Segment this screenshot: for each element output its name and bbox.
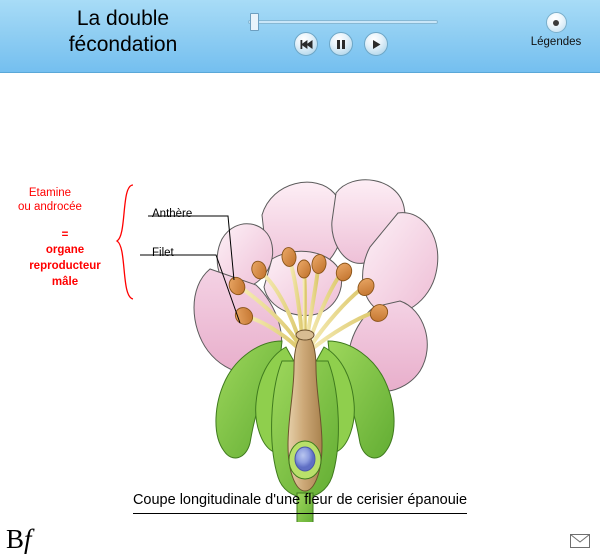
page-title: La double fécondation	[18, 6, 228, 57]
page-title-line2: fécondation	[68, 32, 178, 56]
legend-label: Légendes	[530, 36, 582, 48]
rewind-button[interactable]	[294, 32, 318, 56]
envelope-icon[interactable]	[570, 534, 590, 548]
caption-area: Coupe longitudinale d'une fleur de ceris…	[0, 491, 600, 514]
brace-etamine-icon	[115, 184, 134, 300]
annotation-organe-line3: mâle	[51, 276, 79, 288]
play-icon	[372, 39, 380, 49]
annotation-organe-line1: organe	[45, 244, 85, 256]
flower-diagram	[140, 179, 439, 526]
pistil	[287, 329, 323, 492]
play-button[interactable]	[364, 32, 388, 56]
footer-bar: Bf	[0, 522, 600, 559]
annotation-etamine-line1: Etamine	[28, 187, 72, 199]
page-title-line1: La double	[76, 7, 170, 30]
progress-slider-track[interactable]	[248, 20, 438, 24]
rewind-icon	[300, 39, 312, 49]
progress-slider-thumb[interactable]	[250, 13, 259, 31]
diagram-caption: Coupe longitudinale d'une fleur de ceris…	[132, 492, 468, 514]
diagram-stage: Etamine ou androcée = organe reproducteu…	[0, 73, 600, 526]
annotation-equals: =	[61, 229, 69, 241]
label-anthere: Anthère	[152, 208, 193, 220]
legend-toggle[interactable]: Légendes	[526, 12, 586, 48]
dot-icon[interactable]	[545, 12, 567, 33]
annotation-organe-line2: reproducteur	[29, 260, 101, 272]
transport-controls	[294, 32, 388, 56]
annotation-etamine: Etamine ou androcée	[18, 186, 82, 215]
pause-icon	[337, 39, 345, 49]
brand-letter-b: B	[6, 524, 25, 554]
brand-logo: Bf	[6, 524, 32, 555]
pause-button[interactable]	[329, 32, 353, 56]
annotation-etamine-line2: ou androcée	[18, 201, 82, 214]
brand-letter-f: f	[24, 524, 32, 554]
sepals	[215, 340, 395, 498]
label-filet: Filet	[152, 247, 174, 259]
leader-lines	[140, 215, 241, 324]
top-toolbar: La double fécondation Légendes	[0, 0, 600, 73]
